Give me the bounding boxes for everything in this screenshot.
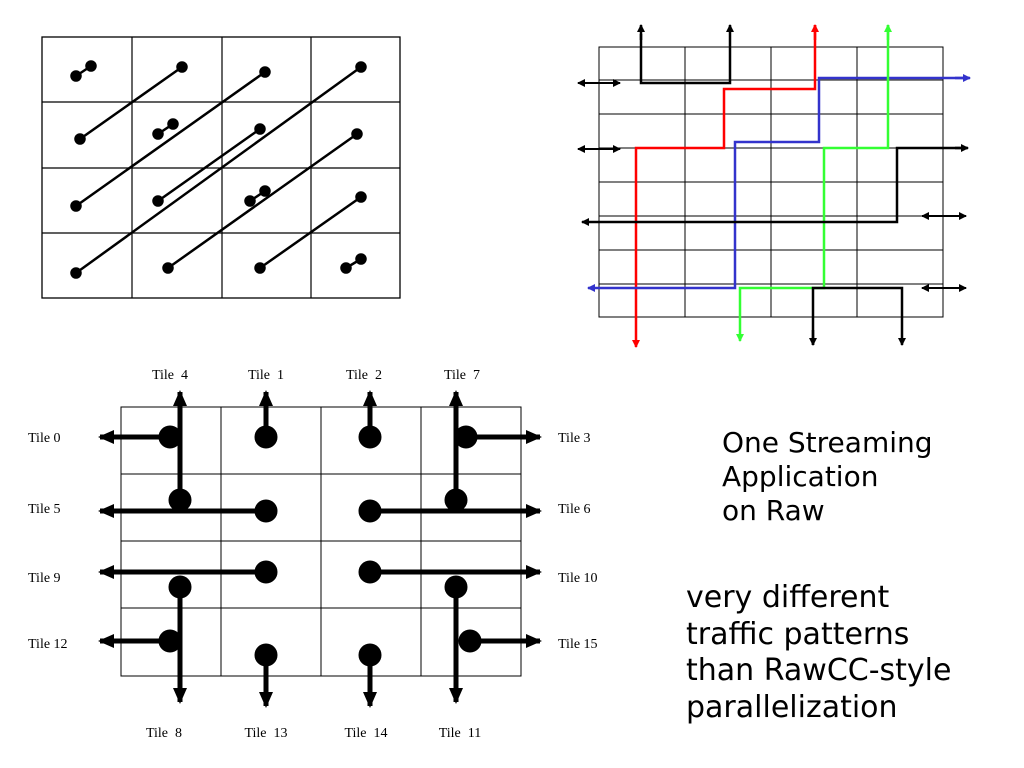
routing-grid-lines <box>599 47 943 317</box>
red-path <box>632 25 817 348</box>
tile-label-right-1: Tile 3 <box>558 431 591 446</box>
tile-label-left-4: Tile 12 <box>28 637 68 652</box>
communication-links <box>70 60 367 279</box>
caption-title: One Streaming Application on Raw <box>722 426 933 528</box>
all-to-all-diagram <box>41 36 401 299</box>
caption-body-line-1: very different <box>686 580 890 615</box>
tile-label-left-2: Tile 5 <box>28 502 61 517</box>
caption-title-line-2: Application <box>722 460 879 494</box>
tile-label-top-4: Tile 7 <box>444 368 480 383</box>
tile-flows <box>98 390 542 708</box>
tile-label-top-1: Tile 4 <box>152 368 188 383</box>
caption-body-line-3: than RawCC-style <box>686 653 952 689</box>
tile-label-right-2: Tile 6 <box>558 502 591 517</box>
tile-label-right-3: Tile 10 <box>558 571 598 586</box>
grid-lines <box>42 37 400 298</box>
tile-label-bottom-1: Tile 8 <box>146 726 182 741</box>
caption-body-line-4: parallelization <box>686 689 898 725</box>
black-path-middle <box>581 146 967 226</box>
black-path-bottom-loop <box>811 286 906 346</box>
tile-label-left-3: Tile 9 <box>28 571 61 586</box>
tile-label-bottom-3: Tile 14 <box>344 726 387 741</box>
blue-path <box>587 76 969 292</box>
tile-label-left-1: Tile 0 <box>28 431 61 446</box>
tile-label-top-2: Tile 1 <box>248 368 284 383</box>
tile-label-top-3: Tile 2 <box>346 368 382 383</box>
caption-body: very different traffic patterns than Raw… <box>686 580 951 726</box>
caption-title-line-1: One Streaming <box>722 426 933 459</box>
tile-label-right-4: Tile 15 <box>558 637 598 652</box>
tile-diagram: Tile 4 Tile 1 Tile 2 Tile 7 Tile 8 Tile … <box>28 368 598 741</box>
tile-labels-right: Tile 3 Tile 6 Tile 10 Tile 15 <box>558 431 598 652</box>
tile-label-bottom-4: Tile 11 <box>439 726 482 741</box>
double-arrows <box>577 79 967 292</box>
caption-title-line-3: on Raw <box>722 494 825 528</box>
tile-labels-bottom: Tile 8 Tile 13 Tile 14 Tile 11 <box>146 726 481 741</box>
tile-labels-left: Tile 0 Tile 5 Tile 9 Tile 12 <box>28 431 68 652</box>
caption-body-line-2: traffic patterns <box>686 616 910 652</box>
routing-diagram <box>577 24 971 348</box>
tile-labels-top: Tile 4 Tile 1 Tile 2 Tile 7 <box>152 368 480 383</box>
green-path <box>736 25 890 342</box>
tile-label-bottom-2: Tile 13 <box>244 726 287 741</box>
black-path-top-loop <box>639 24 734 85</box>
